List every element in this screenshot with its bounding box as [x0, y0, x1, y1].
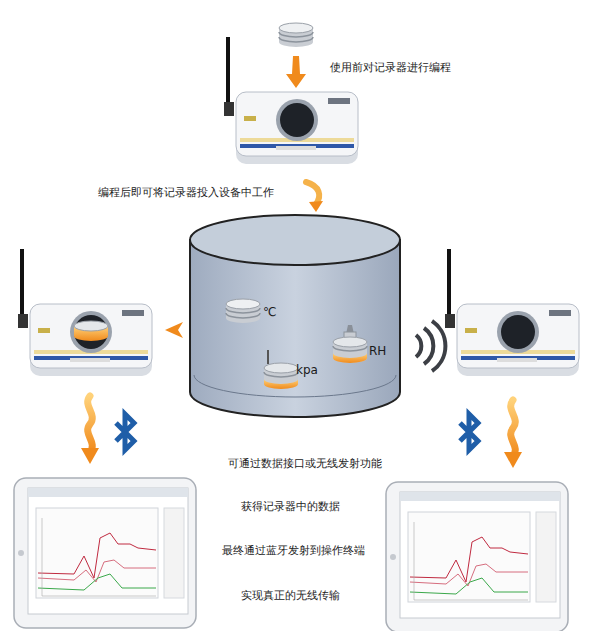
step-note: 实现真正的无线传输 [241, 589, 340, 602]
step-note: 获得记录器中的数据 [241, 500, 340, 513]
step-note: 可通过数据接口或无线发射功能 [228, 457, 382, 470]
step-note: 最终通过蓝牙发射到操作终端 [222, 544, 365, 557]
unit-label: ℃ [263, 305, 276, 319]
step-note: 编程后即可将记录器投入设备中工作 [98, 186, 274, 199]
step-note: 使用前对记录器进行编程 [330, 61, 451, 74]
unit-label: RH [369, 344, 386, 358]
unit-label: kpa [296, 363, 318, 377]
